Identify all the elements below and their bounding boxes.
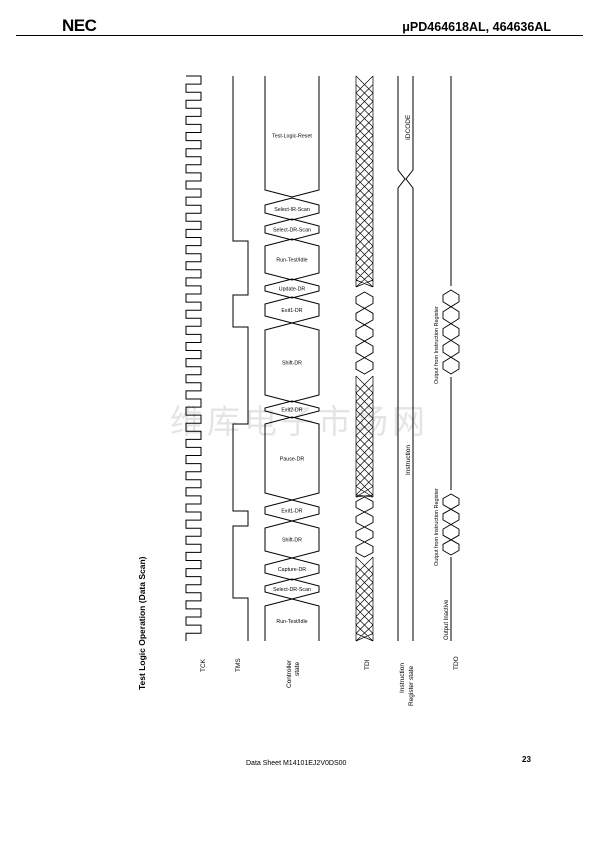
controller-state-segment bbox=[264, 238, 320, 281]
controller-state-label: Select-IR-Scan bbox=[274, 207, 310, 213]
ir-bus bbox=[397, 76, 414, 641]
footer-sheet-ref: Data Sheet M14101EJ2V0DS00 bbox=[246, 760, 347, 767]
tdo-data-bit bbox=[442, 493, 460, 510]
tdo-data-bit bbox=[442, 508, 460, 526]
tdo-data-bit bbox=[442, 306, 460, 325]
controller-state-label: Run-Test/Idle bbox=[276, 619, 307, 625]
controller-label-line2: state bbox=[294, 662, 301, 676]
page-number: 23 bbox=[522, 755, 531, 764]
tdi-data-bit bbox=[355, 526, 374, 543]
ir-idcode-label: IDCODE bbox=[405, 114, 412, 140]
controller-state-segment bbox=[264, 322, 320, 403]
tdi-data-bit bbox=[355, 324, 374, 342]
controller-state-label: Exit2-DR bbox=[281, 408, 302, 414]
controller-state-segment bbox=[264, 557, 320, 581]
controller-state-label: Exit1-DR bbox=[281, 308, 302, 314]
tdo-data-bit bbox=[442, 356, 460, 375]
tdo-data-bit bbox=[442, 323, 460, 341]
tdi-data-bit bbox=[355, 511, 374, 528]
controller-state-segment bbox=[264, 197, 320, 221]
controller-state-label: Shift-DR bbox=[282, 538, 302, 544]
tdo-data-bit bbox=[442, 539, 460, 556]
tdi-data-bit bbox=[355, 340, 374, 359]
tdi-data-bit bbox=[355, 357, 374, 375]
controller-state-label: Select-DR-Scan bbox=[273, 587, 311, 593]
tdo-data-bit bbox=[442, 289, 460, 308]
tdi-data-bit bbox=[355, 541, 374, 558]
tdo-data-bit bbox=[442, 339, 460, 358]
controller-state-segment bbox=[264, 278, 320, 299]
tck-waveform bbox=[185, 75, 202, 641]
controller-state-label: Capture-DR bbox=[278, 567, 306, 573]
watermark: 维库电子市场网 bbox=[170, 402, 429, 441]
tdi-dont-care-region bbox=[355, 375, 374, 498]
controller-state-label: Update-DR bbox=[279, 287, 306, 293]
tdi-dont-care-region bbox=[355, 556, 374, 642]
tdi-dont-care-region bbox=[355, 75, 374, 288]
tdi-data-bit bbox=[355, 496, 374, 513]
tdi-data-bit bbox=[355, 307, 374, 326]
controller-state-label: Run-Test/Idle bbox=[276, 258, 307, 264]
ir-label-line2: Register state bbox=[408, 666, 415, 706]
tdo-output-lower-label: Output from Instruction Register bbox=[434, 488, 440, 566]
controller-state-label: Exit1-DR bbox=[281, 509, 302, 515]
controller-state-segment bbox=[264, 76, 320, 198]
tms-waveform bbox=[232, 76, 249, 641]
figure-title: Test Logic Operation (Data Scan) bbox=[137, 556, 147, 690]
ir-instruction-label: Instruction bbox=[405, 445, 412, 475]
controller-state-label: Shift-DR bbox=[282, 361, 302, 367]
tdi-data-bit bbox=[355, 291, 374, 309]
nec-logo: NEC bbox=[62, 16, 97, 35]
controller-label-line1: Controller bbox=[286, 659, 293, 688]
header-rule bbox=[16, 35, 583, 36]
tdo-label: TDO bbox=[453, 656, 460, 670]
tck-label: TCK bbox=[200, 658, 207, 672]
controller-state-segment bbox=[264, 218, 320, 241]
tdi-label: TDI bbox=[364, 659, 371, 670]
part-number: μPD464618AL, 464636AL bbox=[402, 20, 551, 34]
tdo-output-upper-label: Output from Instruction Register bbox=[434, 306, 440, 384]
tdo-data-bit bbox=[442, 523, 460, 541]
tms-label: TMS bbox=[235, 658, 242, 672]
ir-label-line1: Instruction bbox=[399, 663, 406, 693]
controller-state-label: Test-Logic-Reset bbox=[272, 134, 312, 140]
controller-state-label: Pause-DR bbox=[280, 457, 305, 463]
controller-state-segment bbox=[264, 598, 320, 641]
tdo-inactive-label: Output Inactive bbox=[444, 599, 450, 640]
controller-state-segment bbox=[264, 400, 320, 419]
controller-state-label: Select-DR-Scan bbox=[273, 228, 311, 234]
